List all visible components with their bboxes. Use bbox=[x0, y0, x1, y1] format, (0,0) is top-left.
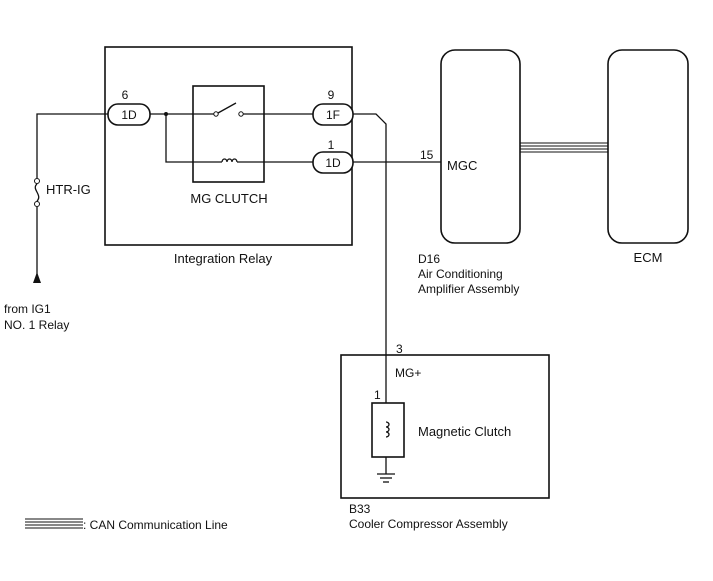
cooler-compressor: 3 MG+ 1 Magnetic Clutch B33 Cooler Compr… bbox=[340, 342, 550, 531]
amp-code-label: D16 bbox=[418, 252, 440, 266]
mg-plus-wire bbox=[353, 113, 387, 355]
connector-1f-label: 1F bbox=[326, 108, 340, 122]
pin-1-label: 1 bbox=[328, 138, 335, 152]
connector-1d-left-label: 1D bbox=[121, 108, 137, 122]
comp-inner-pin-1-label: 1 bbox=[374, 388, 381, 402]
mg-clutch-relay-box bbox=[192, 85, 265, 183]
relay-coil-input-wire bbox=[165, 114, 222, 163]
fuse-icon bbox=[34, 183, 40, 202]
magnetic-clutch-box bbox=[371, 402, 405, 458]
legend: : CAN Communication Line bbox=[25, 518, 228, 532]
magnetic-clutch-coil-icon bbox=[385, 421, 390, 438]
comp-pin-3-label: 3 bbox=[396, 342, 403, 356]
integration-relay-label: Integration Relay bbox=[174, 251, 273, 266]
can-bus-lines bbox=[520, 142, 608, 153]
ac-amplifier-box bbox=[440, 49, 521, 244]
ground-icon bbox=[377, 473, 395, 483]
relay-coil-icon bbox=[221, 158, 238, 163]
fuse-top-wire bbox=[36, 113, 108, 178]
ac-amplifier: 15 MGC D16 Air Conditioning Amplifier As… bbox=[418, 49, 521, 296]
comp-pin-mg-plus-label: MG+ bbox=[395, 366, 421, 380]
amp-pin-mgc-label: MGC bbox=[447, 158, 477, 173]
ecm-box bbox=[607, 49, 689, 244]
source-arrow-icon bbox=[33, 272, 41, 283]
can-line-legend-icon bbox=[25, 518, 83, 529]
compressor-name-label: Cooler Compressor Assembly bbox=[349, 517, 508, 531]
integration-relay: MG CLUTCH Integration Relay 1D 6 1F 9 1D… bbox=[104, 46, 354, 266]
relay-switch-blade bbox=[217, 102, 237, 114]
ecm-label: ECM bbox=[634, 250, 663, 265]
switch-contact-left bbox=[213, 111, 219, 117]
magnetic-clutch-label: Magnetic Clutch bbox=[418, 424, 511, 439]
fuse-label: HTR-IG bbox=[46, 182, 91, 197]
pin-6-label: 6 bbox=[122, 88, 129, 102]
amp-pin-15-label: 15 bbox=[420, 148, 434, 162]
mg-clutch-relay-label: MG CLUTCH bbox=[190, 191, 267, 206]
connector-1d-right-label: 1D bbox=[325, 156, 341, 170]
ecm: ECM bbox=[607, 49, 689, 265]
source-label-line1: from IG1 bbox=[4, 302, 51, 316]
amp-name-line2: Amplifier Assembly bbox=[418, 282, 519, 296]
pin-9-label: 9 bbox=[328, 88, 335, 102]
amp-name-line1: Air Conditioning bbox=[418, 267, 503, 281]
htr-ig-fuse: HTR-IG bbox=[34, 178, 91, 207]
source-label-line2: NO. 1 Relay bbox=[4, 318, 69, 332]
legend-text: : CAN Communication Line bbox=[83, 518, 228, 532]
compressor-code-label: B33 bbox=[349, 502, 371, 516]
